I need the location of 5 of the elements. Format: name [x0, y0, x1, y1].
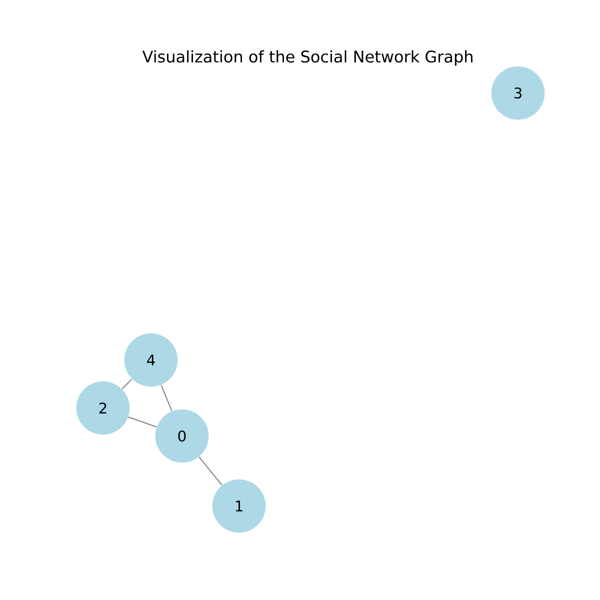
edge-line — [160, 384, 172, 412]
edge-line — [122, 378, 132, 390]
edge-line — [128, 416, 158, 428]
edge-line — [198, 456, 222, 486]
title: Visualization of the Social Network Graph — [142, 50, 472, 66]
